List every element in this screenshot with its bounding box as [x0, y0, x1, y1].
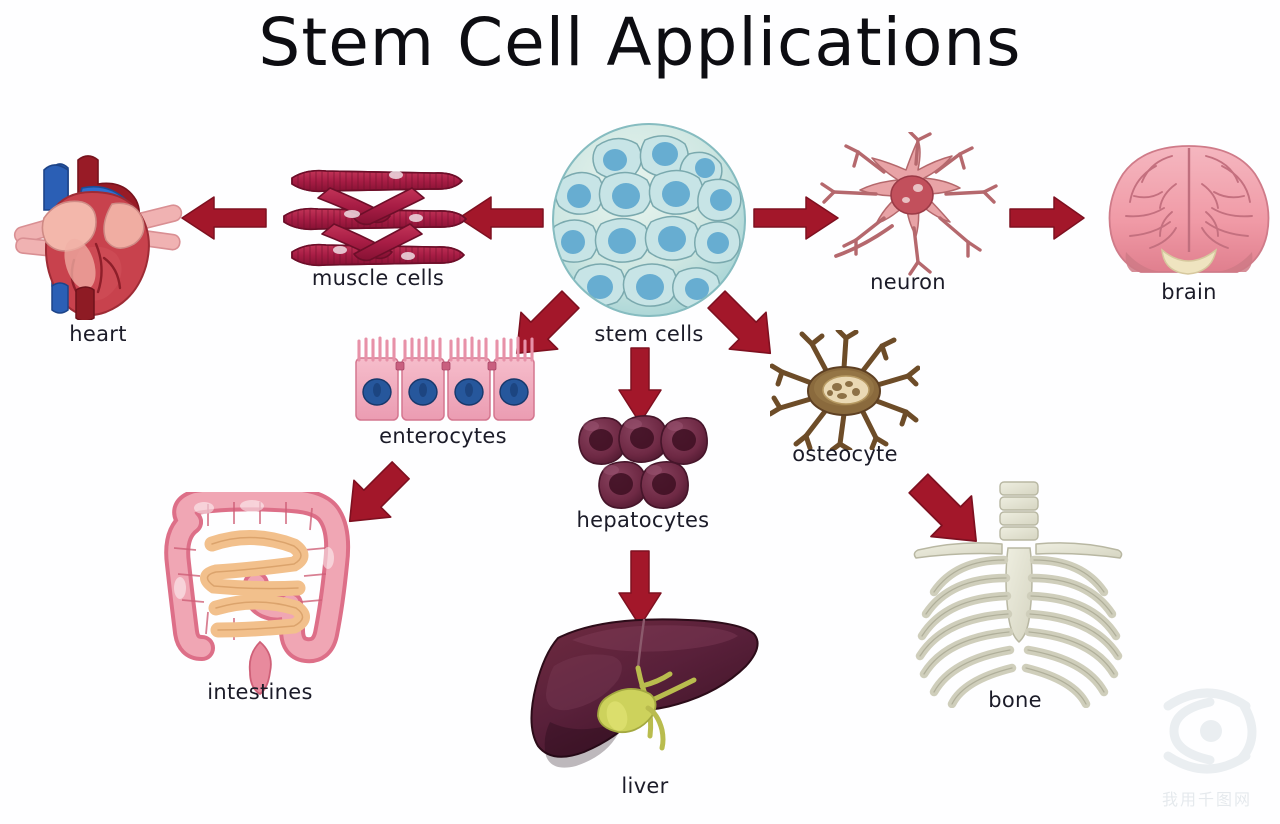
watermark: 我用千图网	[1148, 672, 1266, 814]
label-intestines: intestines	[207, 680, 313, 704]
brain-illustration	[1108, 145, 1270, 275]
muscle-cells-illustration	[283, 169, 467, 267]
arrow-osteocyte-to-bone	[908, 473, 977, 542]
node-intestines: intestines	[160, 492, 360, 722]
arrow-neuron-to-brain	[1009, 196, 1085, 240]
hepatocytes-illustration	[578, 415, 708, 509]
arrow-stem-to-muscle	[458, 196, 544, 240]
intestines-illustration	[164, 492, 351, 696]
node-heart: heart	[8, 140, 188, 346]
arrow-stem-to-neuron	[753, 196, 839, 240]
liver-illustration	[530, 618, 759, 768]
node-enterocytes: enterocytes	[348, 336, 538, 456]
label-heart: heart	[69, 322, 127, 346]
label-hepatocytes: hepatocytes	[576, 508, 710, 532]
node-brain: brain	[1104, 140, 1274, 310]
label-stem-cells: stem cells	[594, 322, 704, 346]
label-liver: liver	[621, 774, 669, 798]
arrow-muscle-to-heart	[181, 196, 267, 240]
bone-illustration	[913, 481, 1123, 708]
arrow-hepatocytes-to-liver	[618, 550, 662, 627]
osteocyte-illustration	[770, 330, 920, 450]
node-stem-cells: stem cells	[549, 120, 749, 350]
label-muscle-cells: muscle cells	[311, 266, 445, 290]
heart-illustration	[13, 155, 183, 320]
label-bone: bone	[988, 688, 1042, 712]
label-enterocytes: enterocytes	[379, 424, 507, 448]
stem-cells-illustration	[552, 123, 746, 317]
label-neuron: neuron	[870, 270, 946, 294]
node-neuron: neuron	[818, 132, 998, 302]
watermark-text: 我用千图网	[1161, 790, 1252, 809]
enterocytes-illustration	[355, 336, 535, 421]
page-title: Stem Cell Applications	[258, 4, 1022, 81]
node-bone: bone	[900, 480, 1130, 730]
node-muscle-cells: muscle cells	[278, 162, 478, 292]
arrow-stem-to-osteocyte	[707, 290, 772, 355]
neuron-illustration	[820, 132, 998, 276]
node-liver: liver	[520, 612, 770, 812]
arrow-stem-to-hepatocytes	[618, 347, 662, 424]
label-brain: brain	[1161, 280, 1217, 304]
arrow-enterocytes-to-intestines	[348, 461, 410, 523]
node-osteocyte: osteocyte	[770, 330, 920, 475]
watermark-logo-icon	[1163, 688, 1257, 774]
label-osteocyte: osteocyte	[792, 442, 898, 466]
node-hepatocytes: hepatocytes	[573, 412, 713, 542]
